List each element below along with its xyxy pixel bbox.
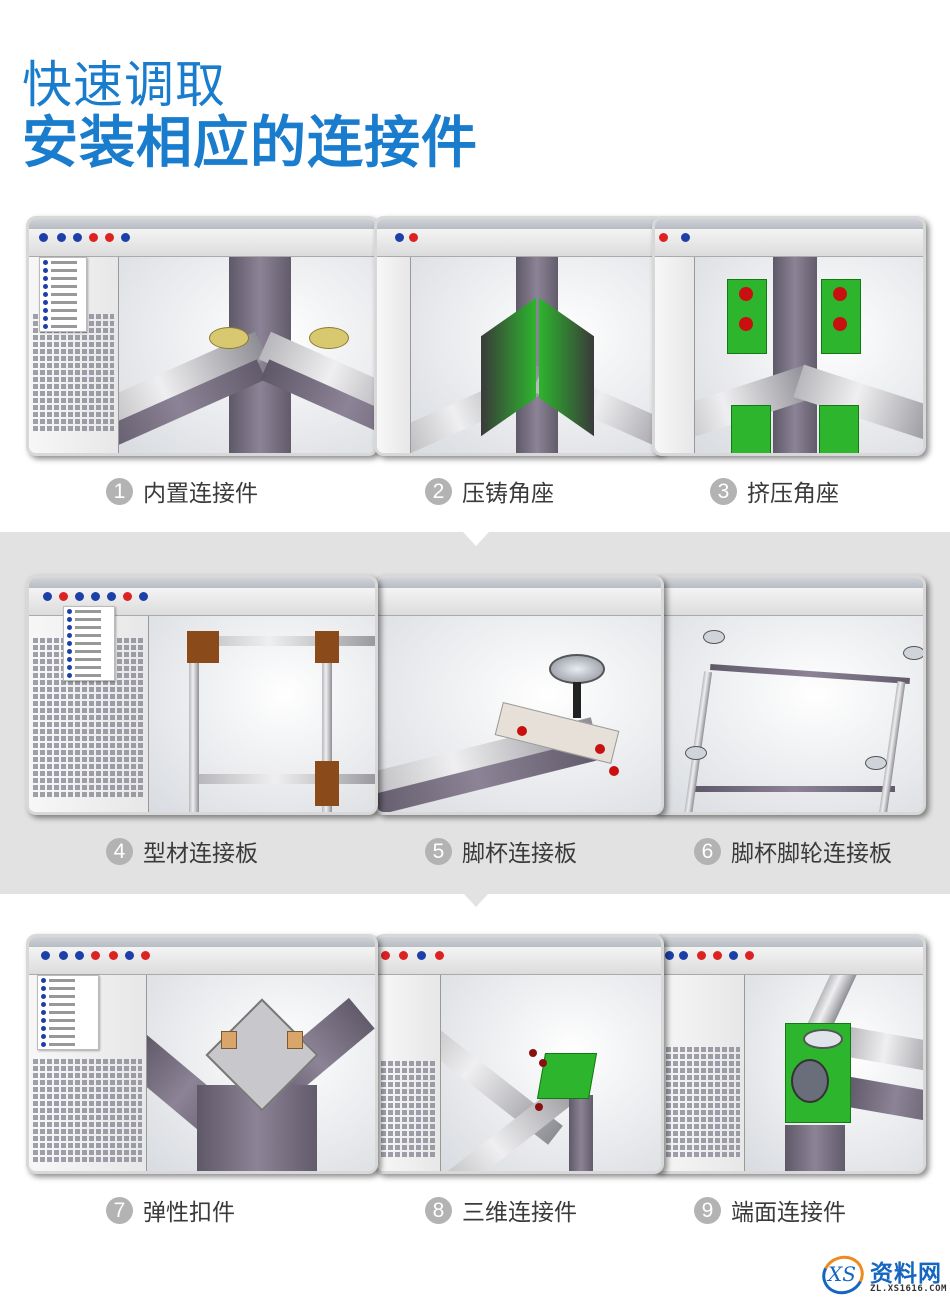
watermark-logo: XS 资料网 ZL.XS1616.COM bbox=[816, 1249, 948, 1301]
connector-dropdown-menu bbox=[63, 606, 115, 681]
3d-viewport bbox=[149, 616, 375, 812]
number-badge: 4 bbox=[106, 837, 133, 865]
feature-tree bbox=[377, 975, 441, 1171]
logo-url: ZL.XS1616.COM bbox=[870, 1284, 947, 1294]
caption-9: 9 端面连接件 bbox=[694, 1193, 846, 1227]
toolbar-ribbon bbox=[377, 588, 661, 616]
elastic-clip-right bbox=[287, 1031, 303, 1049]
elastic-clip-left bbox=[221, 1031, 237, 1049]
toolbar-ribbon bbox=[29, 229, 375, 257]
leveling-foot bbox=[549, 654, 605, 684]
connector-tab-right bbox=[309, 327, 349, 349]
title-line-2: 安装相应的连接件 bbox=[22, 111, 478, 176]
caption-label: 挤压角座 bbox=[747, 481, 839, 507]
caption-5: 5 脚杯连接板 bbox=[425, 834, 577, 868]
caption-2: 2 压铸角座 bbox=[425, 474, 554, 508]
number-badge: 7 bbox=[106, 1196, 133, 1224]
3d-viewport bbox=[745, 975, 923, 1171]
3d-viewport bbox=[119, 257, 375, 453]
connector-dropdown-menu bbox=[37, 975, 99, 1050]
caption-label: 三维连接件 bbox=[462, 1200, 577, 1226]
number-badge: 6 bbox=[694, 837, 721, 865]
caption-label: 内置连接件 bbox=[143, 481, 258, 507]
3d-viewport bbox=[377, 616, 661, 812]
caption-1: 1 内置连接件 bbox=[106, 474, 258, 508]
caption-label: 端面连接件 bbox=[731, 1200, 846, 1226]
bottom-notch-arrow bbox=[463, 893, 489, 907]
screenshot-die-cast-corner-bracket bbox=[374, 216, 664, 456]
screenshot-elastic-fastener bbox=[26, 934, 378, 1174]
window-titlebar bbox=[29, 219, 375, 229]
number-badge: 8 bbox=[425, 1196, 452, 1224]
screenshot-built-in-connector bbox=[26, 216, 378, 456]
caption-4: 4 型材连接板 bbox=[106, 834, 258, 868]
toolbar-ribbon bbox=[655, 588, 923, 616]
number-badge: 1 bbox=[106, 477, 133, 505]
3d-viewport bbox=[441, 975, 661, 1171]
screenshot-profile-connecting-plate bbox=[26, 575, 378, 815]
3d-viewport bbox=[147, 975, 375, 1171]
screenshot-foot-caster-plate bbox=[652, 575, 926, 815]
toolbar-ribbon bbox=[29, 947, 375, 975]
caption-label: 脚杯脚轮连接板 bbox=[731, 841, 892, 867]
logo-mark-text: XS bbox=[828, 1262, 856, 1286]
screenshot-3d-connector bbox=[374, 934, 664, 1174]
title-line-1: 快速调取 bbox=[22, 56, 226, 114]
caption-6: 6 脚杯脚轮连接板 bbox=[694, 834, 892, 868]
screenshot-extruded-corner-bracket bbox=[652, 216, 926, 456]
logo-name: 资料网 bbox=[870, 1261, 942, 1287]
toolbar-ribbon bbox=[655, 229, 923, 257]
caption-3: 3 挤压角座 bbox=[710, 474, 839, 508]
caption-7: 7 弹性扣件 bbox=[106, 1193, 235, 1227]
corner-plate bbox=[187, 631, 219, 663]
top-notch-arrow bbox=[463, 532, 489, 546]
connector-tab-left bbox=[209, 327, 249, 349]
connector-dropdown-menu bbox=[39, 257, 87, 332]
number-badge: 9 bbox=[694, 1196, 721, 1224]
caption-label: 型材连接板 bbox=[143, 841, 258, 867]
number-badge: 5 bbox=[425, 837, 452, 865]
3d-viewport bbox=[695, 257, 923, 453]
number-badge: 3 bbox=[710, 477, 737, 505]
caption-label: 脚杯连接板 bbox=[462, 841, 577, 867]
feature-tree bbox=[655, 257, 695, 453]
caption-label: 压铸角座 bbox=[462, 481, 554, 507]
feature-tree bbox=[377, 257, 411, 453]
number-badge: 2 bbox=[425, 477, 452, 505]
toolbar-ribbon bbox=[377, 947, 661, 975]
3d-viewport bbox=[411, 257, 661, 453]
toolbar-ribbon bbox=[377, 229, 661, 257]
3d-viewport bbox=[655, 616, 923, 812]
screenshot-leveling-foot-plate bbox=[374, 575, 664, 815]
feature-tree bbox=[655, 975, 745, 1171]
caption-label: 弹性扣件 bbox=[143, 1200, 235, 1226]
toolbar-ribbon bbox=[655, 947, 923, 975]
caption-8: 8 三维连接件 bbox=[425, 1193, 577, 1227]
screenshot-end-face-connector bbox=[652, 934, 926, 1174]
